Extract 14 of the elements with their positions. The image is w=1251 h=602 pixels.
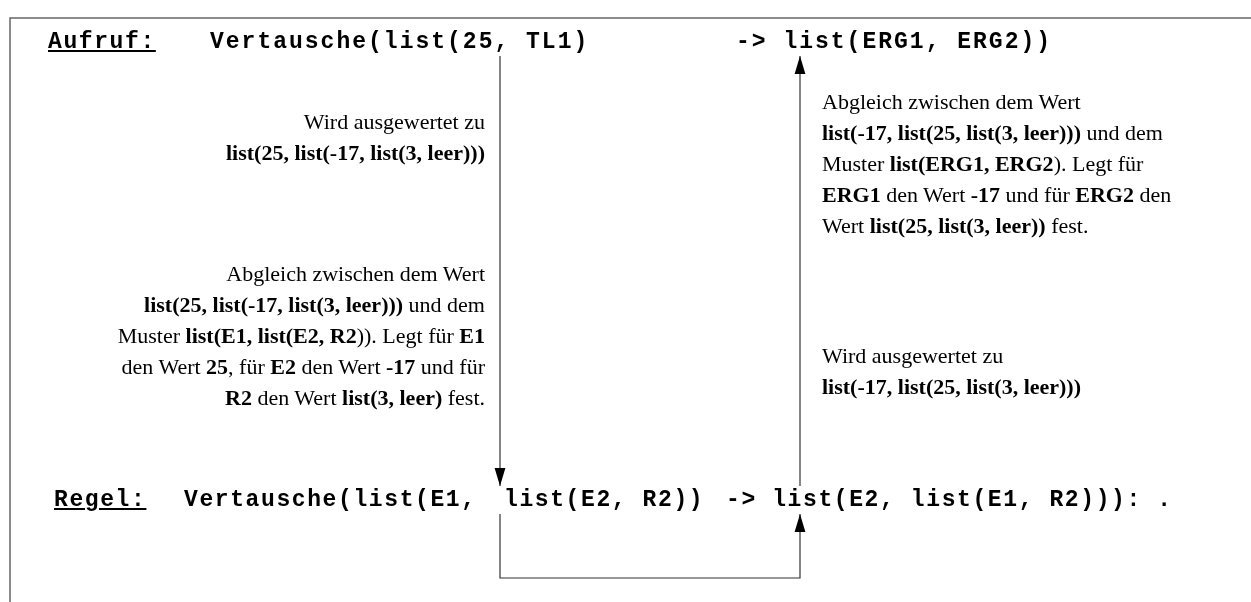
annotation-text: Abgleich zwischen dem Wert list(25, list(-17, list(3, leer))) und dem Muster list(E1, list(E2, R2)). Legt für E1 den Wert 25, für E2 den Wert -17 und für R2 den Wert list(3, leer) fest. — [116, 260, 485, 412]
annotation-text: Abgleich zwischen dem Wert list(-17, list(25, list(3, leer))) und dem Muster list(ERG1, ERG2). Legt für ERG1 den Wert -17 und für ERG2 den Wert list(25, list(3, leer)) fest. — [822, 88, 1173, 240]
arrow — [494, 55, 506, 487]
code-text: list(E2, R2)) — [504, 486, 705, 514]
arrow — [794, 55, 806, 487]
code-text: Vertausche(list(25, TL1) — [210, 28, 590, 56]
annotation-text: Wird ausgewertet zu list(-17, list(25, list(3, leer))) — [822, 342, 1083, 401]
annotation-text: Wird ausgewertet zu list(25, list(-17, list(3, leer))) — [224, 108, 485, 167]
code-text: Vertausche(list(E1, — [184, 486, 477, 514]
code-text: -> list(ERG1, ERG2)) — [736, 28, 1053, 56]
section-heading: Aufruf: — [48, 28, 156, 56]
arrow — [499, 513, 806, 579]
code-text: -> list(E2, list(E1, R2))): . — [726, 486, 1173, 514]
section-heading: Regel: — [54, 486, 147, 514]
